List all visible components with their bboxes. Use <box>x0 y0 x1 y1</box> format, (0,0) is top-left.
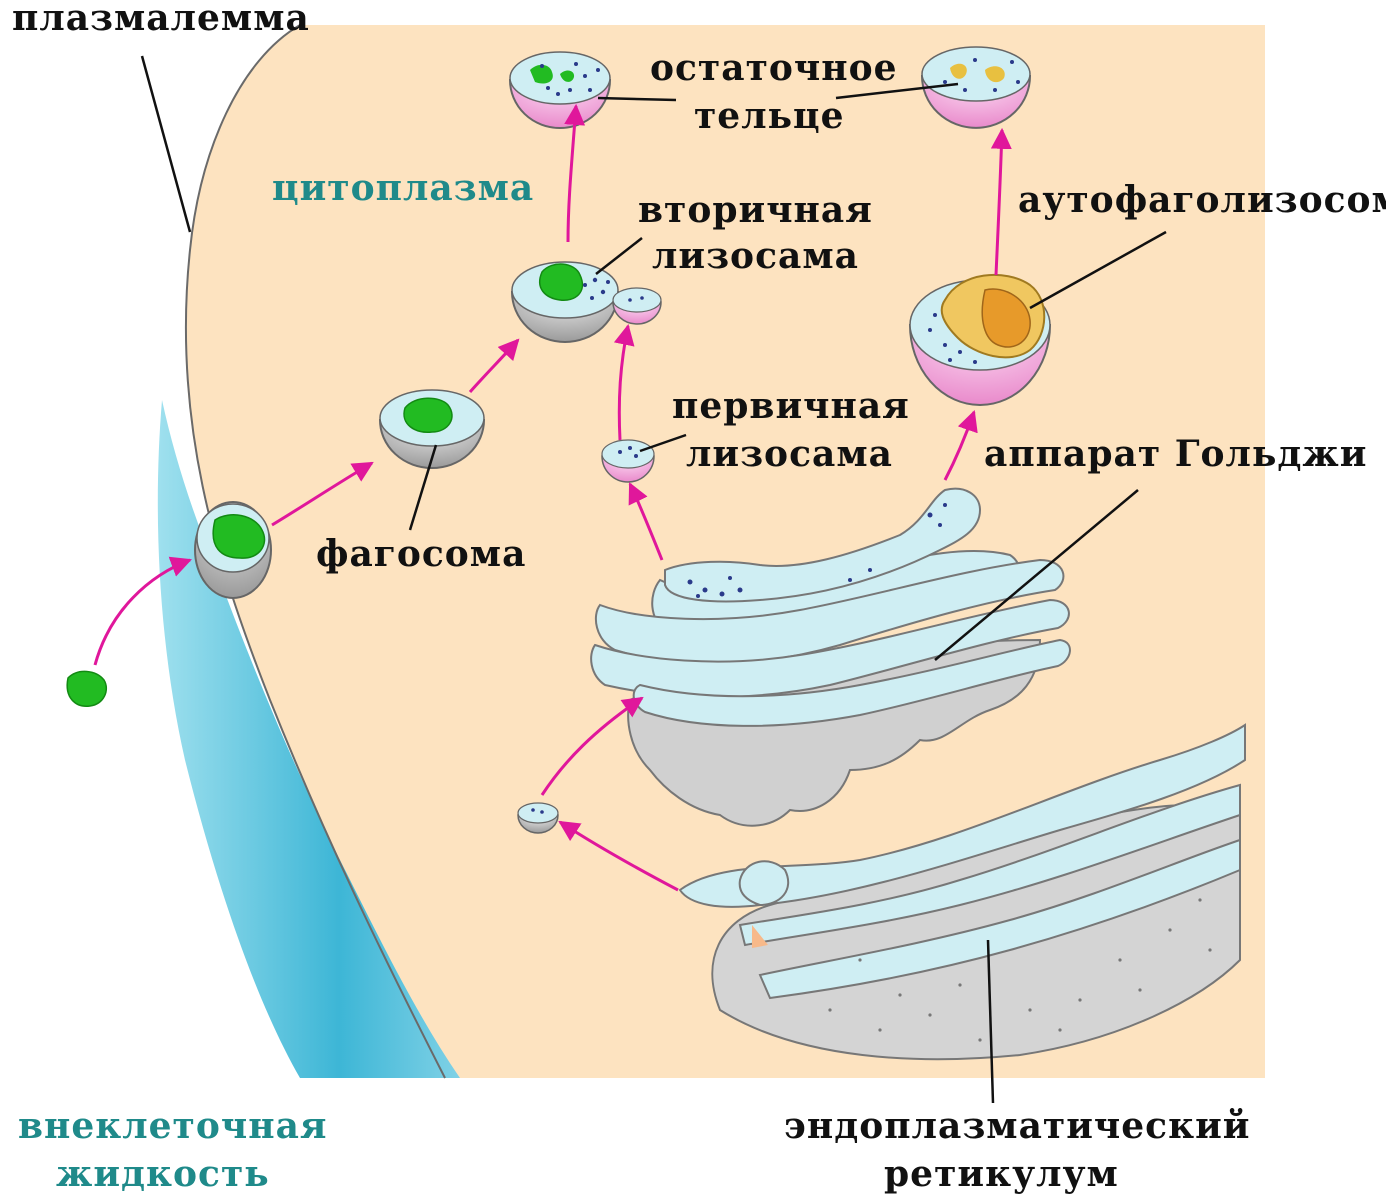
extracellular-particle <box>67 671 106 706</box>
label-golgi: аппарат Гольджи <box>984 433 1367 475</box>
label-er-line2: ретикулум <box>884 1153 1119 1195</box>
transport-vesicle <box>518 803 558 833</box>
label-extracellular-line2: жидкость <box>56 1153 270 1195</box>
fusing-primary-lysosome <box>613 288 661 324</box>
label-secondary-lysosome-line2: лизосама <box>652 235 859 277</box>
label-primary-lysosome-line1: первичная <box>672 385 910 427</box>
label-secondary-lysosome-line1: вторичная <box>638 189 873 231</box>
endocytic-vesicle <box>195 502 271 598</box>
label-er-line1: эндоплазматический <box>784 1105 1251 1147</box>
label-cytoplasm: цитоплазма <box>272 167 534 209</box>
leader-plasmalemma <box>142 56 190 232</box>
label-primary-lysosome-line2: лизосама <box>686 433 893 475</box>
label-plasmalemma: плазмалемма <box>12 0 310 39</box>
label-autophagolysosome: аутофаголизосома <box>1018 179 1386 221</box>
label-phagosome: фагосома <box>316 533 526 575</box>
label-extracellular-line1: внеклеточная <box>18 1105 328 1147</box>
label-residual-body-line2: тельце <box>694 95 845 137</box>
label-residual-body-line1: остаточное <box>650 47 898 89</box>
